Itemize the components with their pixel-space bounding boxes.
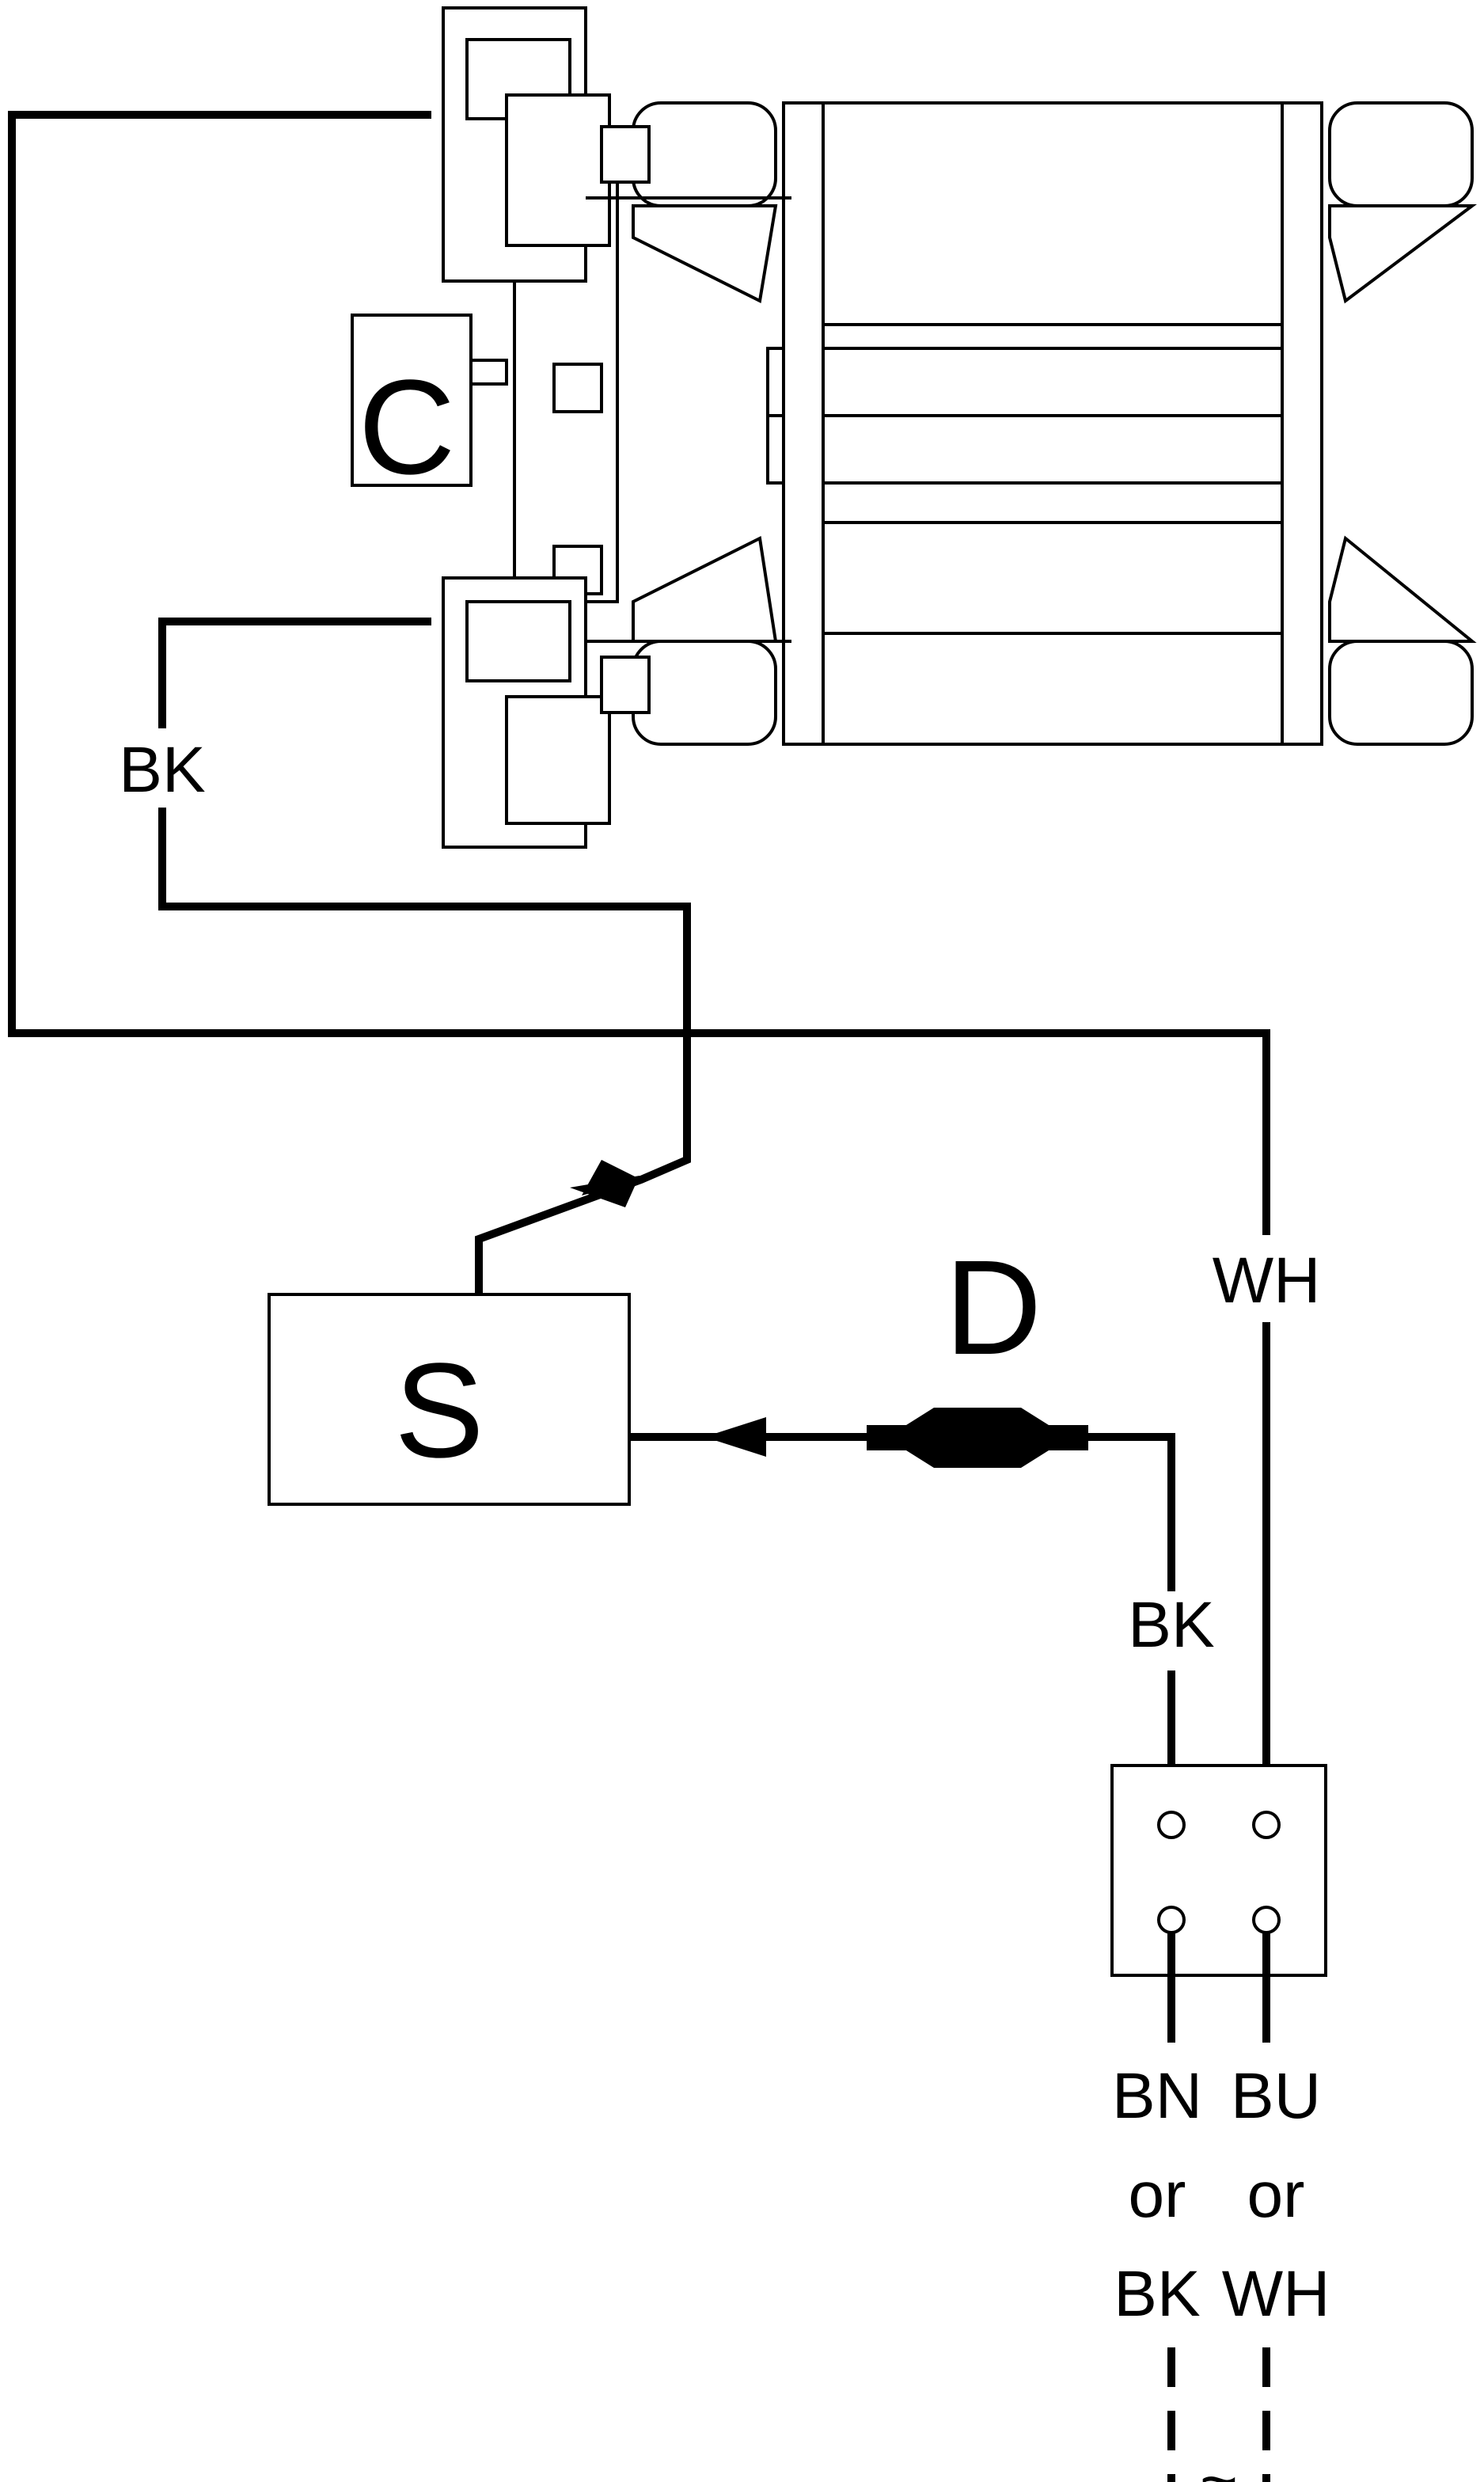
arrow-icon [704,1417,766,1457]
capacitor: C [351,314,473,503]
terminal-top-right [1252,1811,1281,1839]
arrow-icon [570,1176,640,1207]
diode-label: D [945,1233,1042,1383]
svg-text:BK: BK [1114,2258,1200,2330]
diode: D [867,1233,1088,1468]
svg-text:or: or [1129,2159,1186,2231]
svg-text:or: or [1247,2159,1305,2231]
wire-black-motor [158,618,691,1294]
wire-label-bk-motor: BK [119,734,205,806]
svg-text:BN: BN [1112,2060,1202,2132]
motor [442,6,1477,849]
terminal-block [1110,1764,1327,1977]
supply-label-right: BU or WH [1222,2060,1330,2330]
switch: S [268,1293,631,1506]
wire-label-bk-diode: BK [1128,1589,1214,1661]
svg-text:BU: BU [1231,2060,1321,2132]
capacitor-label: C [359,352,456,503]
ac-symbol: ~ [1200,2444,1238,2482]
supply-label-left: BN or BK [1112,2060,1202,2330]
terminal-bottom-right [1252,1906,1281,1934]
terminal-bottom-left [1157,1906,1186,1934]
wire-black-diode [1088,1433,1175,1817]
svg-text:WH: WH [1222,2258,1330,2330]
wire-label-wh: WH [1213,1245,1321,1317]
terminal-top-left [1157,1811,1186,1839]
switch-label: S [394,1336,484,1486]
